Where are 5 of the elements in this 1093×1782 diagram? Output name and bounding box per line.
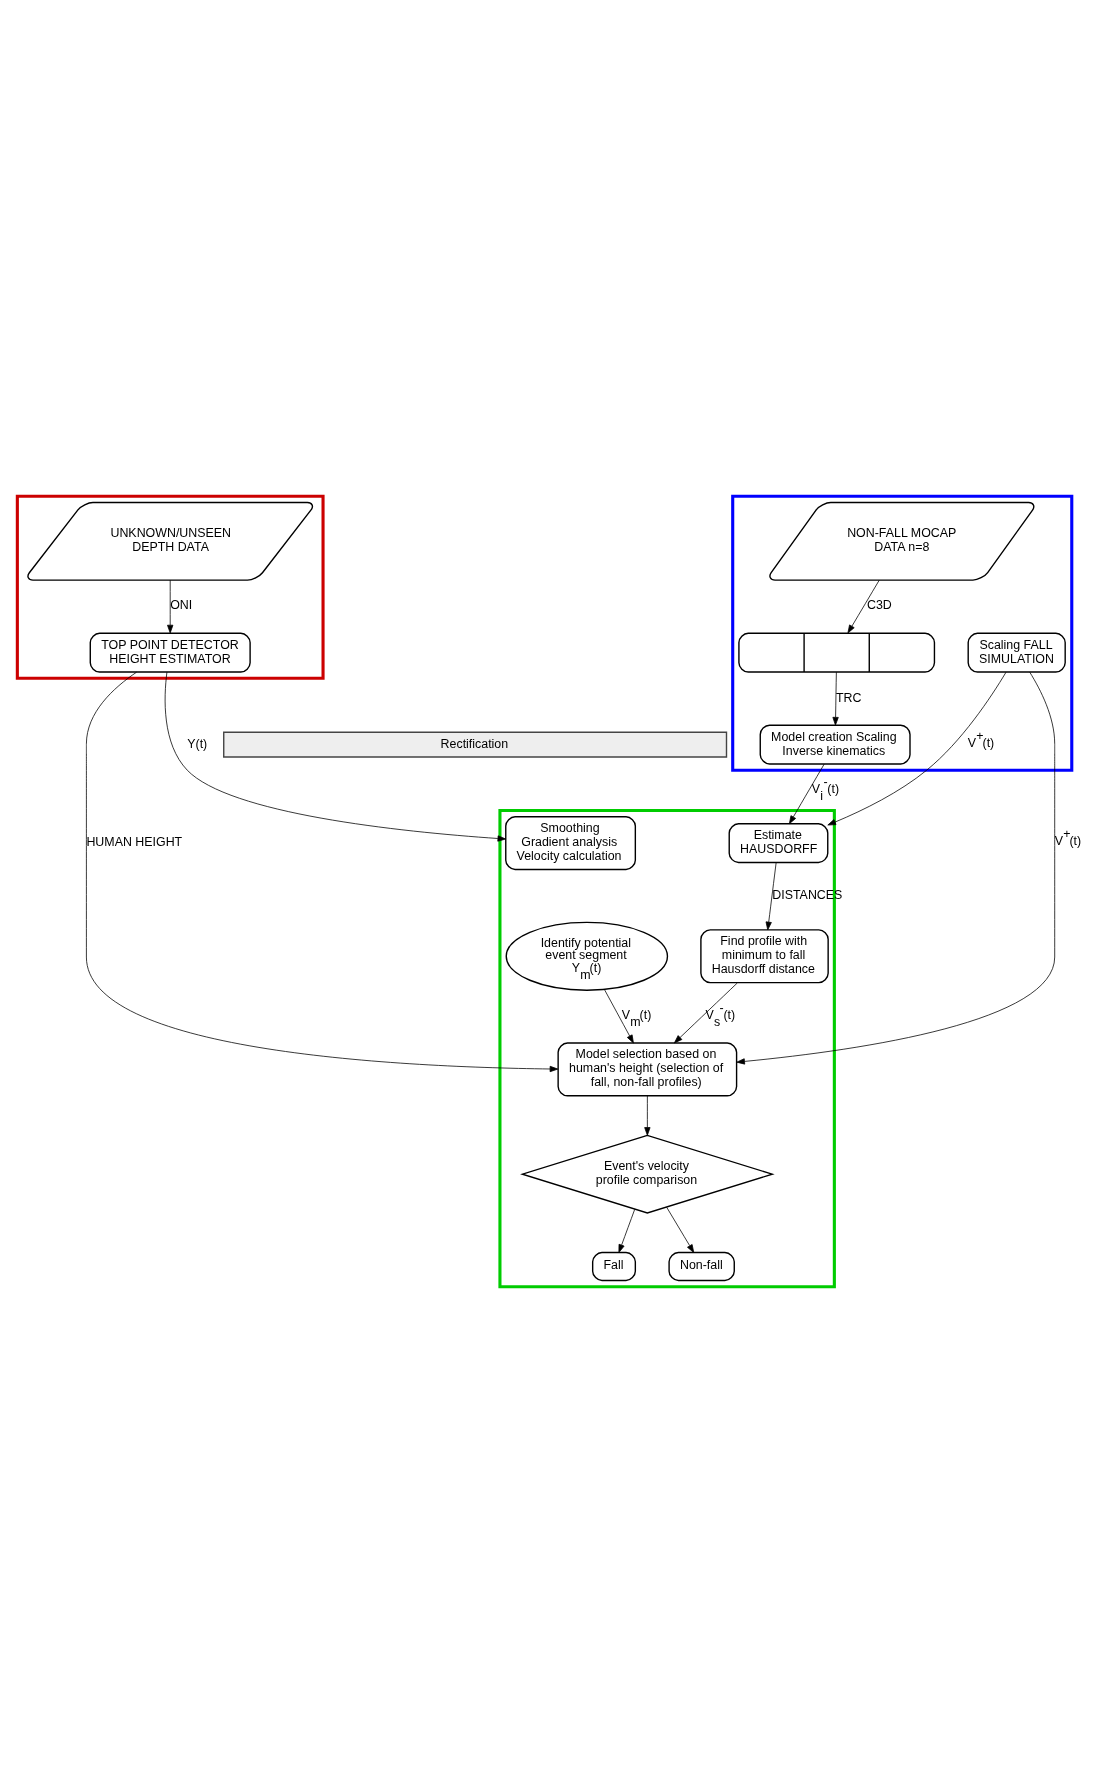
edge-label: Y(t)	[187, 736, 208, 751]
edge-label: TRC	[835, 690, 862, 705]
edge-label: HUMAN HEIGHT	[86, 834, 183, 849]
edge-label: C3D	[866, 597, 892, 612]
edge-label: ONI	[170, 597, 193, 612]
